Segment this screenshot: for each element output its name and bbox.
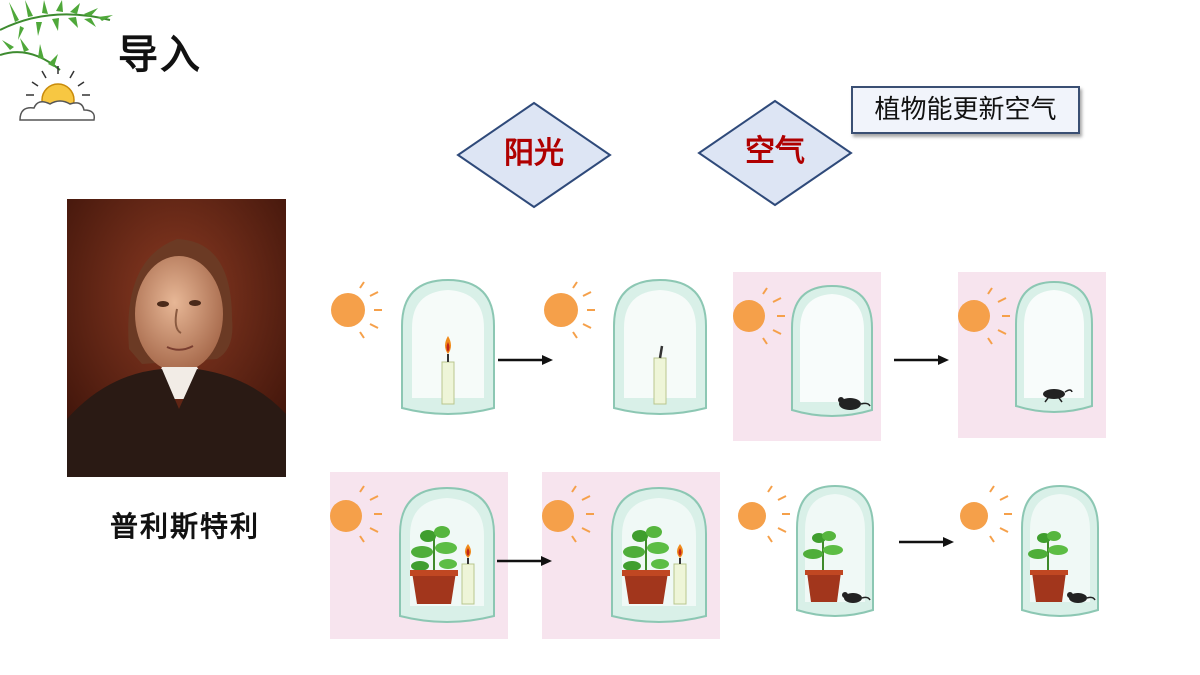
- sun-icon: [960, 485, 1012, 543]
- bell-jar-plant-mouse-alive: [796, 484, 874, 617]
- scientist-portrait: [67, 199, 286, 477]
- sun-cloud-icon: [19, 66, 96, 121]
- sun-icon: [542, 485, 594, 543]
- page-title: 导入: [118, 32, 202, 78]
- bell-jar-candle-extinguished: [613, 278, 707, 415]
- air-label: 空气: [745, 134, 805, 169]
- bell-jar-mouse-dead: [1015, 280, 1093, 413]
- air-diamond: 空气: [697, 99, 853, 207]
- arrow-icon: [498, 355, 553, 365]
- conclusion-box: 植物能更新空气: [851, 86, 1080, 134]
- palm-leaf-decoration: [0, 0, 113, 71]
- sun-icon: [331, 281, 382, 339]
- sun-icon: [544, 281, 595, 339]
- arrow-icon: [497, 556, 552, 566]
- scientist-name: 普利斯特利: [109, 510, 260, 543]
- arrow-icon: [899, 537, 954, 547]
- arrow-icon: [894, 355, 949, 365]
- bell-jar-mouse-alive: [791, 284, 873, 417]
- light-diamond: 阳光: [456, 101, 612, 209]
- sun-icon: [330, 485, 382, 543]
- sun-icon: [738, 485, 790, 543]
- light-label: 阳光: [504, 136, 564, 171]
- bell-jar-plant-mouse-still-alive: [1021, 484, 1099, 617]
- sun-icon: [733, 287, 785, 345]
- bell-jar-candle-burning: [401, 278, 495, 415]
- bell-jar-plant-candle-burning: [399, 486, 495, 623]
- bell-jar-plant-candle-still-burning: [611, 486, 707, 623]
- sun-icon: [958, 287, 1010, 345]
